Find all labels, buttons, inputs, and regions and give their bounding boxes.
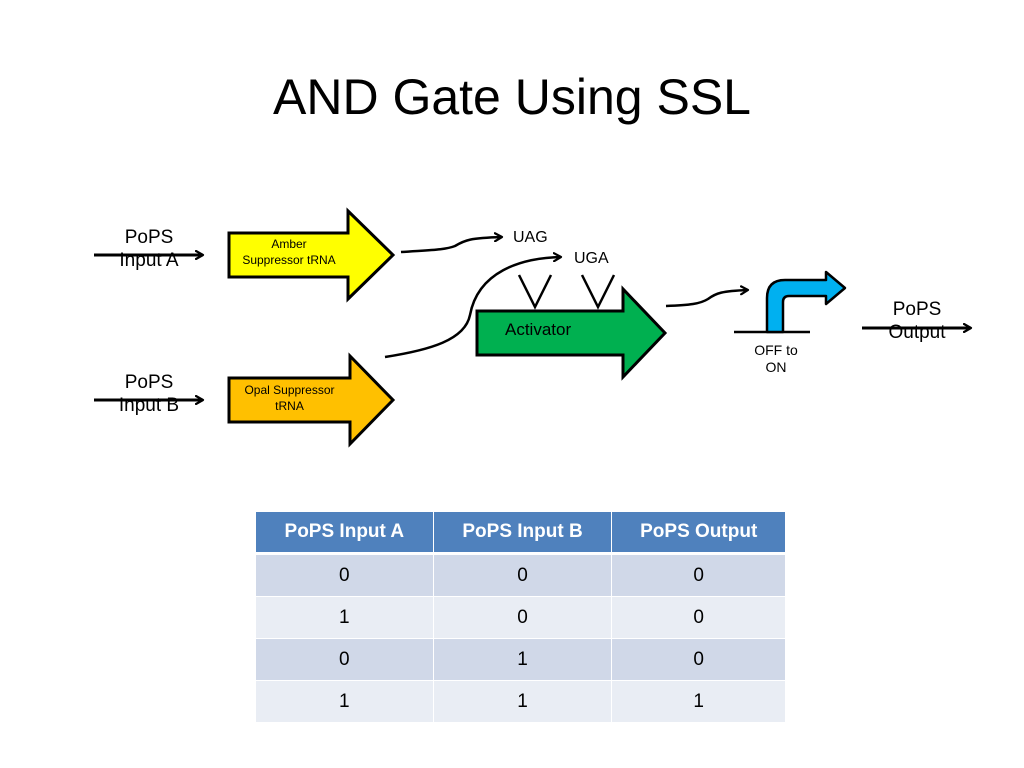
input-a-label-line1: PoPS [124,227,174,248]
slide-title: AND Gate Using SSL [273,69,751,125]
output-label-line1: PoPS [892,299,942,320]
activator-part [475,285,668,381]
opal-suppressor-trna-part [227,352,396,448]
promoter-label-line2: ON [765,358,787,375]
uag-codon-marker [517,274,553,310]
cell-output: 1 [612,681,785,723]
promoter-label: OFF to ON [736,342,816,376]
cell-output: 0 [612,597,785,639]
cell-input-a: 0 [256,639,434,681]
uag-codon-label: UAG [513,229,548,246]
cell-input-b: 1 [433,681,613,723]
input-a-label-line2: Input A [119,249,179,271]
promoter-arrow-icon [765,270,847,334]
amber-to-uag-connector [400,237,502,254]
table-row: 1 0 0 [256,597,785,639]
activator-to-promoter-connector [665,290,748,308]
output-label-line2: Output [888,321,946,343]
cell-input-b: 0 [433,597,613,639]
opal-part-label-line2: tRNA [275,398,304,413]
uga-codon-label: UGA [574,250,609,267]
table-row: 0 1 0 [256,639,785,681]
table-header-row: PoPS Input A PoPS Input B PoPS Output [256,512,785,555]
input-b-label-line1: PoPS [124,372,174,393]
opal-part-label-line1: Opal Suppressor [244,383,335,397]
cell-input-a: 1 [256,681,434,723]
cell-input-a: 1 [256,597,434,639]
activator-label: Activator [505,320,572,339]
truth-table: PoPS Input A PoPS Input B PoPS Output 0 … [256,512,785,723]
promoter-label-line1: OFF to [754,342,798,358]
opal-to-uga-connector [384,257,561,359]
input-a-label: PoPS Input A [89,227,209,273]
output-label: PoPS Output [857,299,977,345]
amber-part-label-line1: Amber [271,237,307,251]
uga-codon-marker [580,274,616,310]
cell-input-b: 0 [433,555,613,597]
cell-input-a: 0 [256,555,434,597]
cell-output: 0 [612,555,785,597]
header-output: PoPS Output [612,512,785,555]
opal-part-label: Opal Suppressor tRNA [229,383,350,414]
amber-part-label: Amber Suppressor tRNA [229,237,349,268]
cell-output: 0 [612,639,785,681]
amber-part-label-line2: Suppressor tRNA [242,252,336,267]
table-row: 1 1 1 [256,681,785,723]
input-b-label: PoPS Input B [89,372,209,418]
cell-input-b: 1 [433,639,613,681]
header-input-a: PoPS Input A [256,512,434,555]
table-row: 0 0 0 [256,555,785,597]
header-input-b: PoPS Input B [433,512,613,555]
input-b-label-line2: Input B [118,394,180,416]
amber-suppressor-trna-part [227,207,396,303]
